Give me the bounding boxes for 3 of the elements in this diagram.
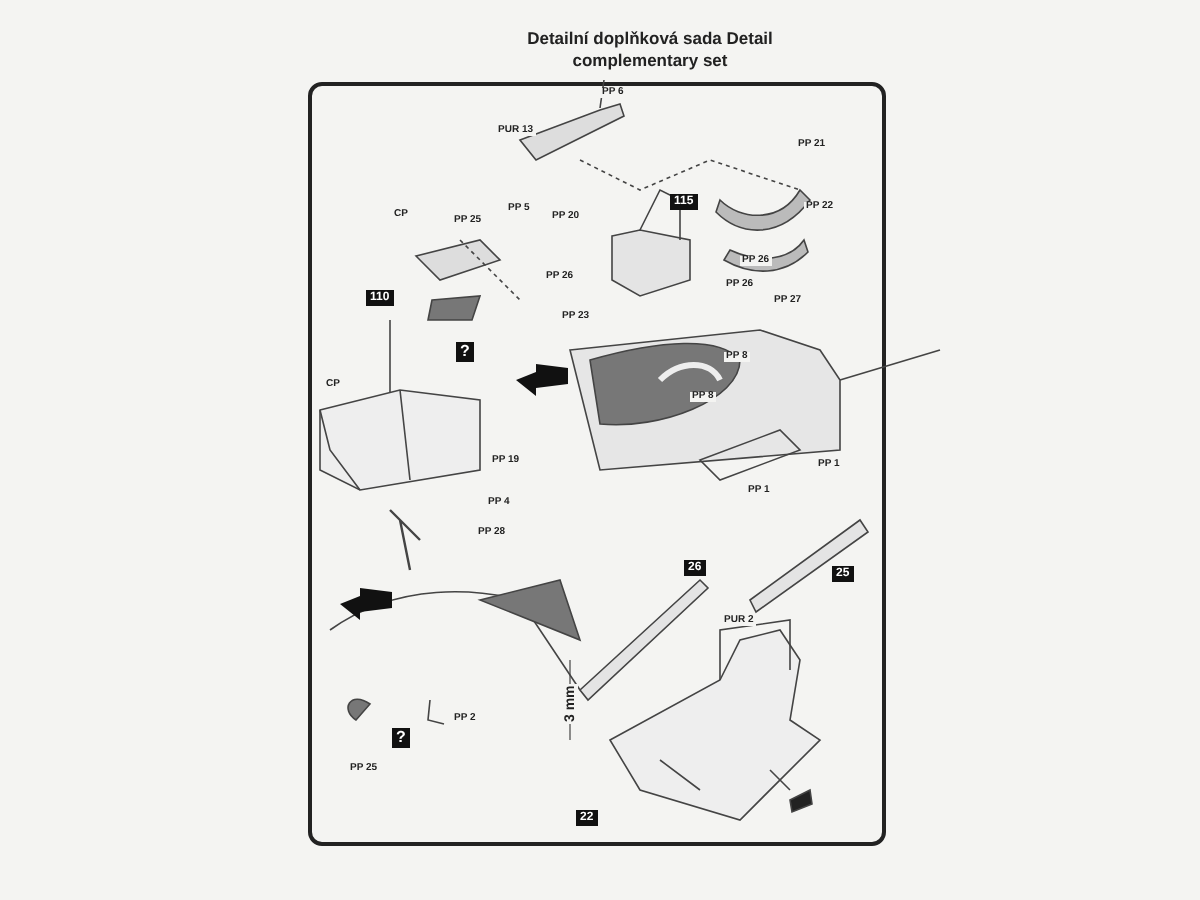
callout-mark: ? — [392, 728, 410, 748]
callout-mark: ? — [456, 342, 474, 362]
sheet-title: Detailní doplňková sada Detail complementary set — [525, 28, 775, 71]
